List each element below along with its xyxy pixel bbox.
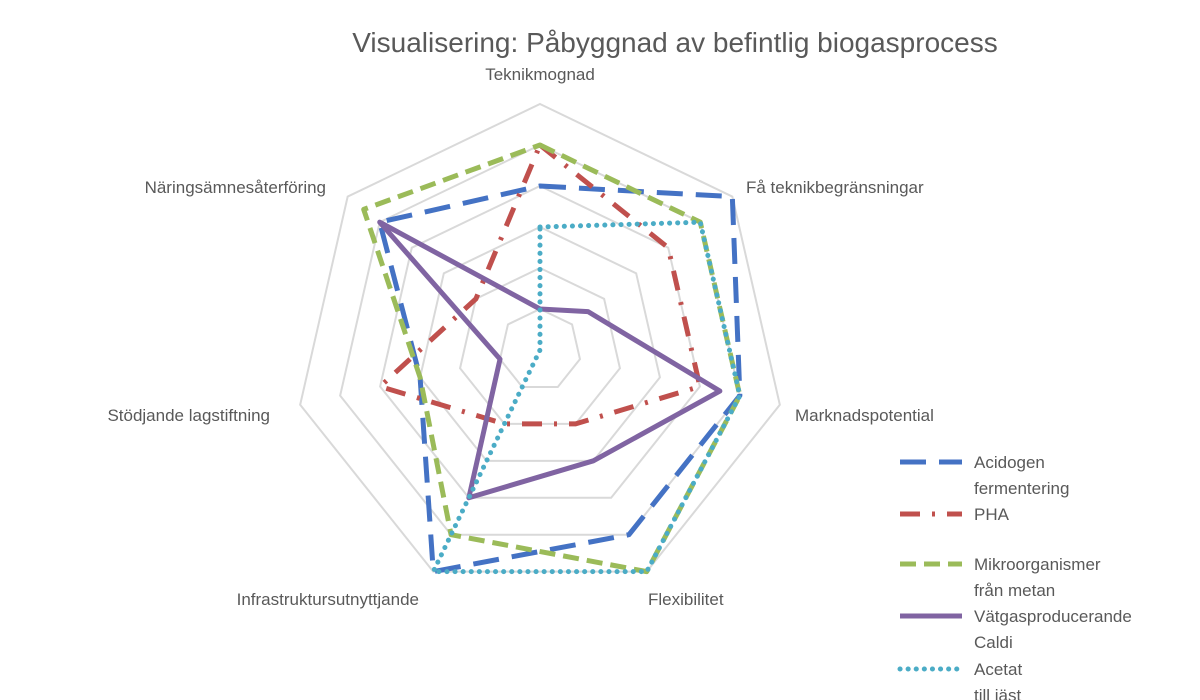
series-line (377, 219, 723, 501)
legend-label: PHA (974, 505, 1010, 524)
series-line (361, 142, 743, 575)
axis-label: Infrastruktursutnyttjande (237, 590, 419, 609)
axis-label: Få teknikbegränsningar (746, 178, 924, 197)
axis-label: Teknikmognad (485, 65, 595, 84)
axis-label: Näringsämnesåterföring (145, 178, 326, 197)
series-line (430, 219, 743, 575)
chart-title: Visualisering: Påbyggnad av befintlig bi… (352, 27, 997, 58)
axis-label: Marknadspotential (795, 406, 934, 425)
series-group (361, 142, 743, 575)
axis-labels: Teknikmognad Få teknikbegränsningarMarkna… (107, 65, 933, 609)
grid-ring (498, 307, 582, 388)
radar-grid (299, 102, 781, 573)
axis-label: Flexibilitet (648, 590, 724, 609)
series-line (377, 183, 743, 575)
axis-label: Stödjande lagstiftning (107, 406, 270, 425)
grid-ring (299, 102, 781, 573)
series-line (377, 142, 703, 427)
